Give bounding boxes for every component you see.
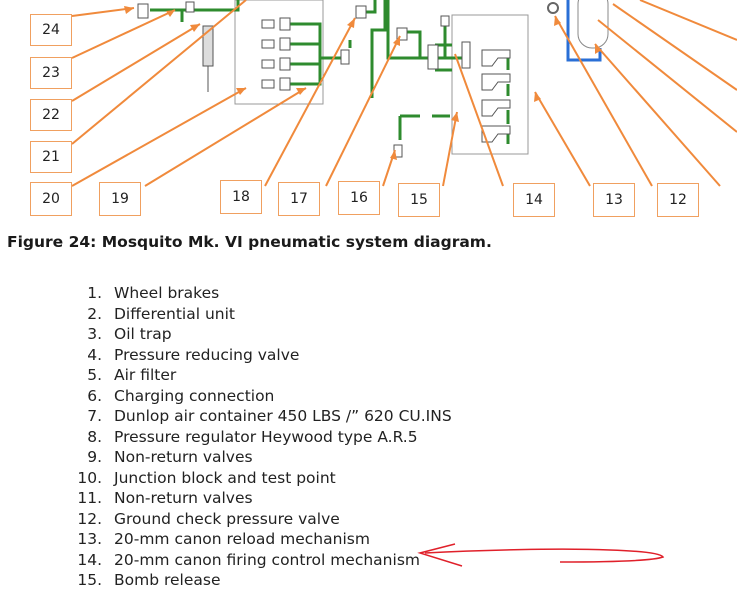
legend-item: 7. Dunlop air container 450 LBS /” 620 CU… [64, 406, 452, 427]
legend-item: 9. Non-return valves [64, 447, 452, 468]
callout-18: 18 [220, 180, 262, 214]
legend-item-text: Wheel brakes [114, 284, 220, 302]
callout-13: 13 [593, 183, 635, 217]
legend-item: 8. Pressure regulator Heywood type A.R.5 [64, 427, 452, 448]
legend-item-number: 13. [77, 530, 102, 548]
leader-lines [71, 0, 737, 187]
legend-item-number: 7. [87, 407, 102, 425]
legend-item-text: Pressure reducing valve [114, 345, 300, 364]
callout-23: 23 [30, 57, 72, 89]
legend-item-text: Charging connection [114, 386, 275, 405]
legend-item-number: 10. [77, 468, 102, 487]
legend-item: 14. 20-mm canon firing control mechanism [64, 550, 452, 571]
container-line [566, 0, 602, 62]
component-symbols [137, 1, 559, 158]
cannon-panel-outline [451, 14, 529, 155]
legend-item-text: 20-mm canon reload mechanism [114, 530, 370, 548]
callout-19: 19 [99, 182, 141, 216]
legend-item: 4. Pressure reducing valve [64, 345, 452, 366]
legend-item-number: 9. [87, 448, 102, 466]
callout-24: 24 [30, 14, 72, 46]
legend-item-number: 15. [77, 571, 102, 589]
legend-item-text: Oil trap [114, 325, 172, 343]
legend-item: 10. Junction block and test point [64, 468, 452, 489]
callout-21: 21 [30, 141, 72, 173]
air-container [577, 0, 609, 49]
legend-item-number: 1. [87, 284, 102, 302]
figure-caption: Figure 24: Mosquito Mk. VI pneumatic sys… [7, 233, 492, 251]
legend-item-text: Air filter [114, 366, 177, 384]
legend-item: 2. Differential unit [64, 304, 452, 325]
legend-item: 5. Air filter [64, 365, 452, 386]
legend-item-number: 6. [87, 386, 102, 405]
legend-item: 12. Ground check pressure valve [64, 509, 452, 530]
legend-item-text: Non-return valves [114, 489, 253, 507]
legend-item-number: 5. [87, 366, 102, 384]
callout-17: 17 [278, 182, 320, 216]
legend-item-text: 20-mm canon firing control mechanism [114, 550, 420, 569]
pneumatic-system-diagram [71, 0, 737, 187]
callout-14: 14 [513, 183, 555, 217]
callout-15: 15 [398, 183, 440, 217]
legend-item: 15. Bomb release [64, 570, 452, 591]
legend-item: 13. 20-mm canon reload mechanism [64, 529, 452, 550]
legend-item-number: 11. [77, 489, 102, 507]
legend-item-text: Pressure regulator Heywood type A.R.5 [114, 427, 418, 446]
callout-12: 12 [657, 183, 699, 217]
callout-22: 22 [30, 99, 72, 131]
legend-item-text: Ground check pressure valve [114, 509, 340, 528]
leader-arrowheads [124, 6, 602, 160]
component-legend: 1. Wheel brakes 2. Differential unit 3. Oil t… [64, 283, 452, 591]
legend-item-text: Bomb release [114, 571, 221, 589]
legend-item: 6. Charging connection [64, 386, 452, 407]
legend-item-number: 14. [77, 550, 102, 569]
legend-item-number: 3. [87, 325, 102, 343]
legend-item-text: Dunlop air container 450 LBS /” 620 CU.I… [114, 407, 452, 425]
callout-20: 20 [30, 182, 72, 216]
valve-panel-outline [234, 0, 324, 105]
legend-item: 3. Oil trap [64, 324, 452, 345]
legend-item-number: 8. [87, 427, 102, 446]
callout-16: 16 [338, 181, 380, 215]
legend-item-text: Junction block and test point [114, 468, 336, 487]
legend-item-number: 12. [77, 509, 102, 528]
legend-item-text: Non-return valves [114, 448, 253, 466]
legend-item-number: 2. [87, 304, 102, 323]
legend-item: 1. Wheel brakes [64, 283, 452, 304]
legend-item: 11. Non-return valves [64, 488, 452, 509]
legend-item-number: 4. [87, 345, 102, 364]
legend-item-text: Differential unit [114, 304, 235, 323]
